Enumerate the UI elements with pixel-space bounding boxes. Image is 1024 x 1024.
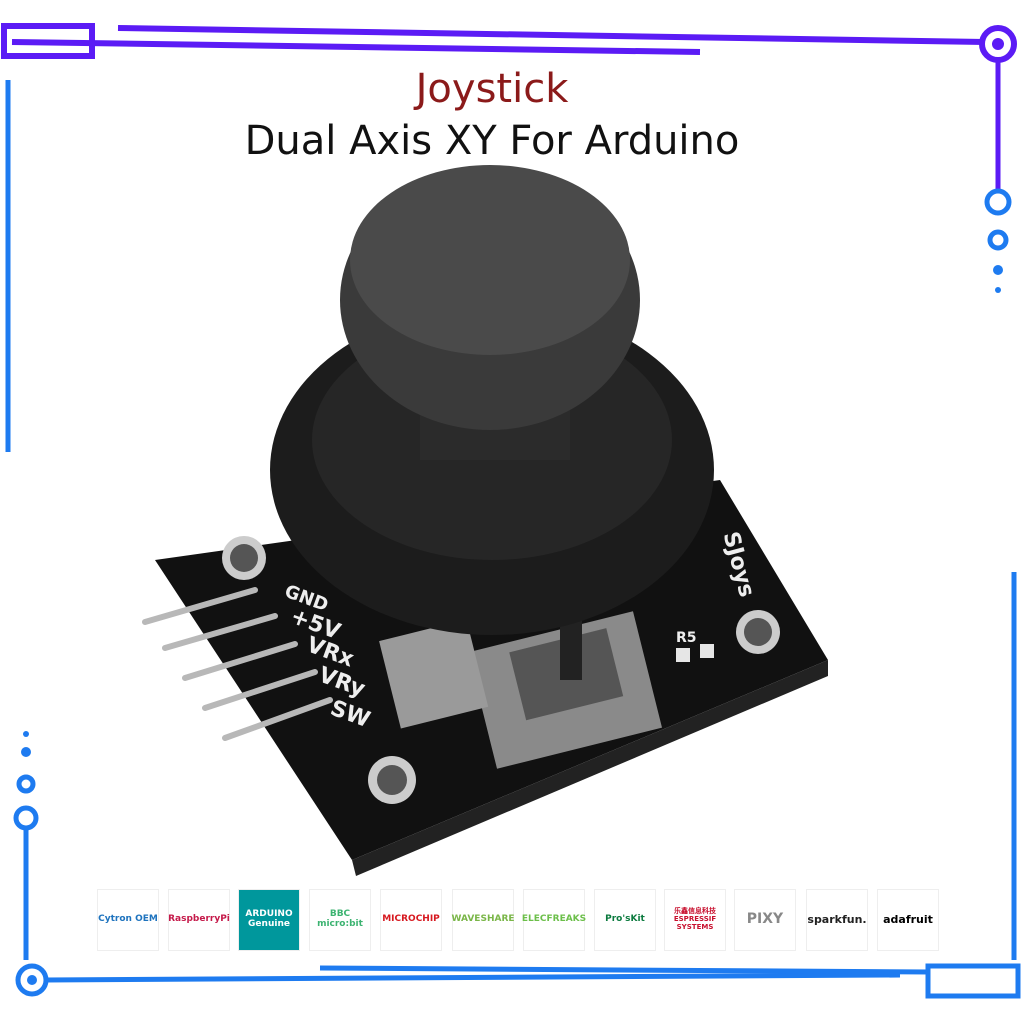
logo-elecfreaks: ELECFREAKS bbox=[522, 889, 586, 951]
logo-microchip: MICROCHIP bbox=[380, 889, 442, 951]
product-subtitle: Dual Axis XY For Arduino bbox=[244, 118, 740, 164]
logo-proskit: Pro'sKit bbox=[594, 889, 656, 951]
logo-arduino: ARDUINO Genuine bbox=[238, 889, 300, 951]
logo-microbit: BBC micro:bit bbox=[309, 889, 371, 951]
logo-cytron: Cytron OEM bbox=[97, 889, 159, 951]
logo-sparkfun: sparkfun. bbox=[806, 889, 868, 951]
product-title: Joystick bbox=[415, 66, 569, 112]
logo-adafruit: adafruit bbox=[877, 889, 939, 951]
logo-raspberrypi: RaspberryPi bbox=[168, 889, 230, 951]
label-r5: R5 bbox=[676, 630, 697, 646]
logo-waveshare: WAVESHARE bbox=[451, 889, 515, 951]
logo-espressif: 乐鑫信息科技 ESPRESSIF SYSTEMS bbox=[664, 889, 726, 951]
logo-pixy: PIXY bbox=[734, 889, 796, 951]
